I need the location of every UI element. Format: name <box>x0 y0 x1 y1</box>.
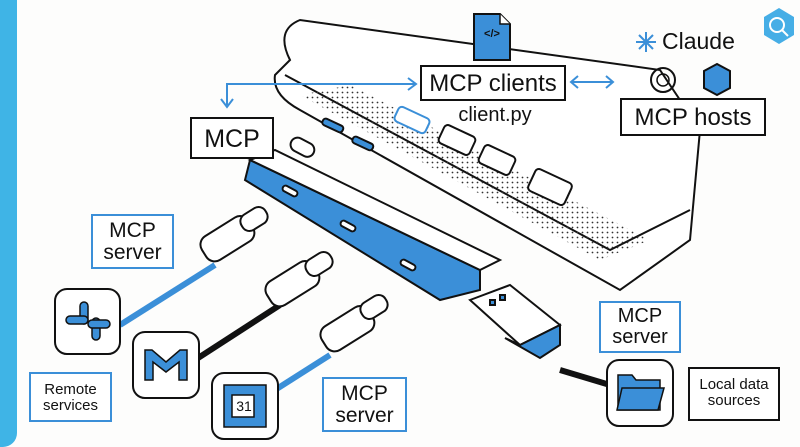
usb-hub <box>243 136 503 302</box>
local-data-sources-label: Local data sources <box>688 367 780 421</box>
usb-c-cable <box>273 293 389 393</box>
remote-services-label: Remote services <box>29 372 112 422</box>
search-badge-icon[interactable] <box>764 8 794 44</box>
calendar-day: 31 <box>236 398 252 414</box>
code-glyph: </> <box>484 28 500 40</box>
client-file-label: client.py <box>458 104 532 126</box>
mcp-label: MCP <box>190 117 274 159</box>
folder-icon <box>606 359 674 427</box>
mcp-server-label-bottom: MCP server <box>322 377 407 432</box>
slack-icon <box>54 288 121 355</box>
mcp-server-label-right: MCP server <box>599 301 681 353</box>
calendar-icon <box>211 372 279 440</box>
connection-arrows <box>220 75 615 109</box>
cube-host-icon <box>703 62 731 97</box>
claude-label: Claude <box>662 28 735 54</box>
usb-a-cable <box>468 283 611 388</box>
laptop <box>273 18 702 292</box>
mcp-clients-label: MCP clients <box>420 65 566 101</box>
sidebar-accent <box>0 0 17 447</box>
openai-icon <box>650 67 676 93</box>
usb-c-cable <box>193 250 334 363</box>
code-file-icon <box>473 13 511 61</box>
usb-c-cable <box>118 205 269 328</box>
mcp-server-label-top: MCP server <box>91 214 174 269</box>
mcp-hosts-label: MCP hosts <box>620 98 766 136</box>
gmail-icon <box>132 331 200 399</box>
claude-icon <box>636 32 656 52</box>
